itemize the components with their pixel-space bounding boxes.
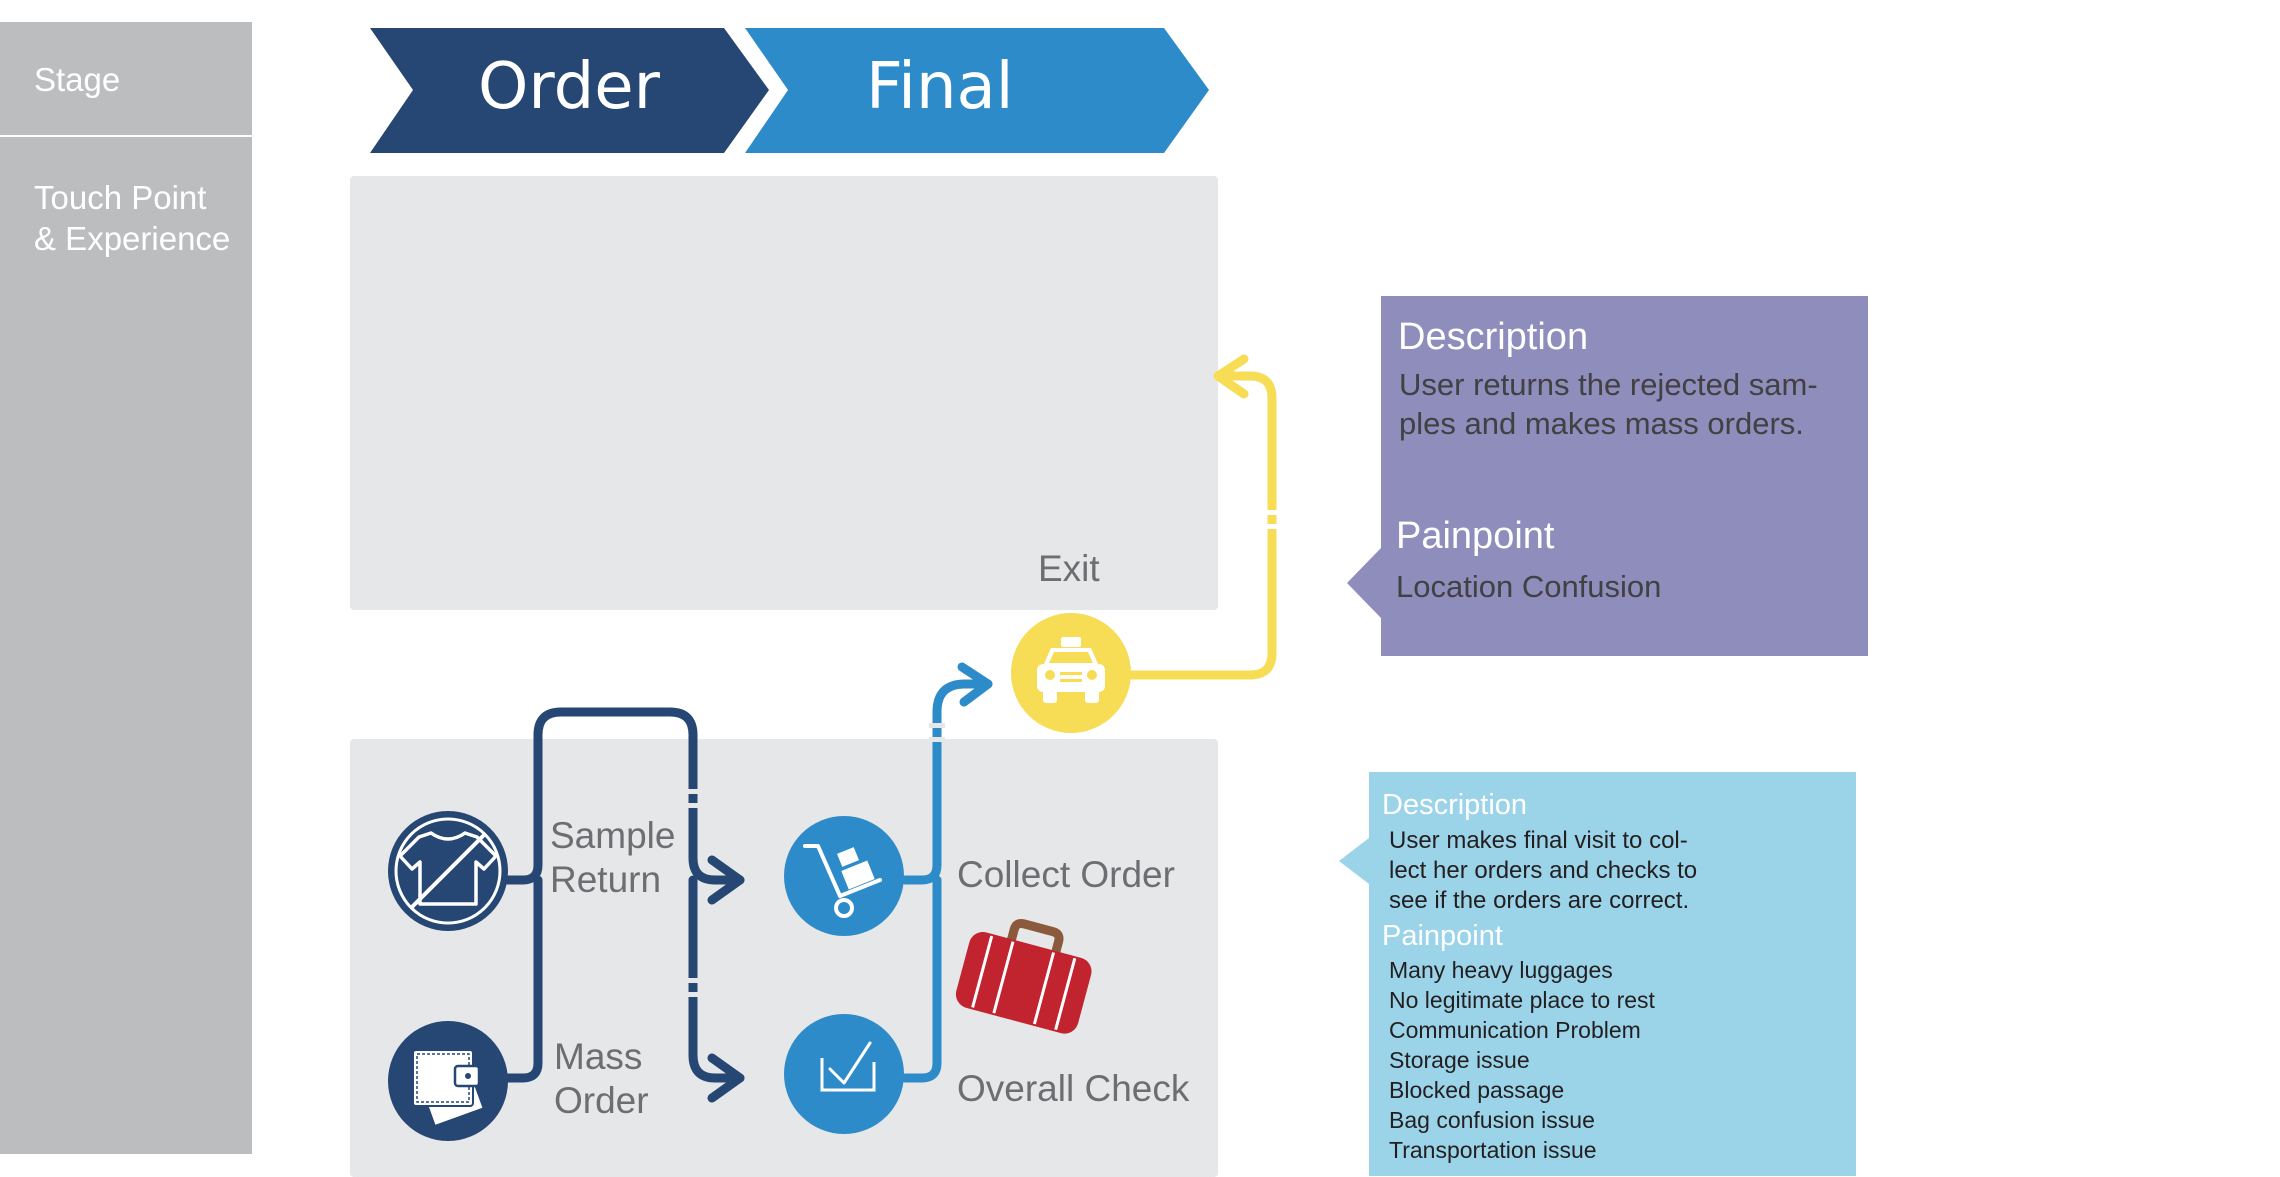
mid-blue-line-gaps	[929, 723, 945, 742]
final-painpoint-item: Blocked passage	[1389, 1077, 1565, 1103]
final-description-title: Description	[1382, 789, 1528, 821]
mass-order-label-line1: Mass	[554, 1036, 643, 1077]
final-painpoint-item: Many heavy luggages	[1389, 957, 1613, 983]
stage-final-label: Final	[866, 50, 1014, 124]
suitcase-icon	[955, 918, 1092, 1034]
touchpoint-label-line2: & Experience	[34, 220, 231, 257]
final-painpoint-item: Communication Problem	[1389, 1017, 1641, 1043]
exit-description-title: Description	[1398, 316, 1589, 358]
dark-blue-line-gaps	[685, 789, 701, 997]
exit-description-box	[1381, 296, 1868, 656]
final-painpoint-item: No legitimate place to rest	[1389, 987, 1655, 1013]
taxi-icon	[1011, 613, 1131, 733]
hand-truck-icon	[784, 816, 904, 936]
final-painpoint-item: Storage issue	[1389, 1047, 1530, 1073]
no-clothes-icon	[388, 811, 508, 931]
mid-blue-flow-line	[900, 662, 993, 1083]
stage-order-label: Order	[478, 50, 660, 124]
collect-order-label: Collect Order	[957, 854, 1175, 895]
final-description-line2: lect her orders and checks to	[1389, 857, 1698, 884]
exit-box-pointer	[1347, 548, 1381, 618]
final-box-pointer	[1339, 838, 1369, 884]
sample-return-label-line2: Return	[550, 859, 662, 900]
exit-painpoint-text: Location Confusion	[1396, 569, 1662, 604]
exit-description-line1: User returns the rejected sam-	[1399, 367, 1818, 402]
overall-check-label: Overall Check	[957, 1068, 1190, 1109]
stage-label: Stage	[34, 61, 121, 98]
yellow-flow-line	[1119, 354, 1277, 680]
stage-chevron-order	[370, 28, 769, 153]
sample-return-label-line1: Sample	[550, 815, 676, 856]
touchpoint-label-line1: Touch Point	[34, 179, 207, 216]
final-painpoint-item: Transportation issue	[1389, 1137, 1597, 1163]
upper-touchpoint-panel	[350, 176, 1218, 610]
exit-label: Exit	[1038, 548, 1100, 589]
wallet-icon	[388, 1021, 508, 1141]
sidebar-divider	[0, 135, 252, 137]
yellow-line-gaps	[1264, 510, 1280, 529]
exit-description-line2: ples and makes mass orders.	[1399, 406, 1804, 441]
final-painpoint-item: Bag confusion issue	[1389, 1107, 1595, 1133]
final-description-line1: User makes final visit to col-	[1389, 827, 1688, 854]
final-description-line3: see if the orders are correct.	[1389, 887, 1690, 914]
dark-blue-flow-line	[500, 707, 745, 1103]
checkbox-icon	[784, 1014, 904, 1134]
mass-order-label-line2: Order	[554, 1080, 649, 1121]
final-painpoint-title: Painpoint	[1382, 920, 1503, 952]
stage-chevron-final	[745, 28, 1209, 153]
exit-painpoint-title: Painpoint	[1396, 515, 1555, 557]
sidebar	[0, 22, 252, 1154]
final-description-box	[1369, 772, 1856, 1176]
